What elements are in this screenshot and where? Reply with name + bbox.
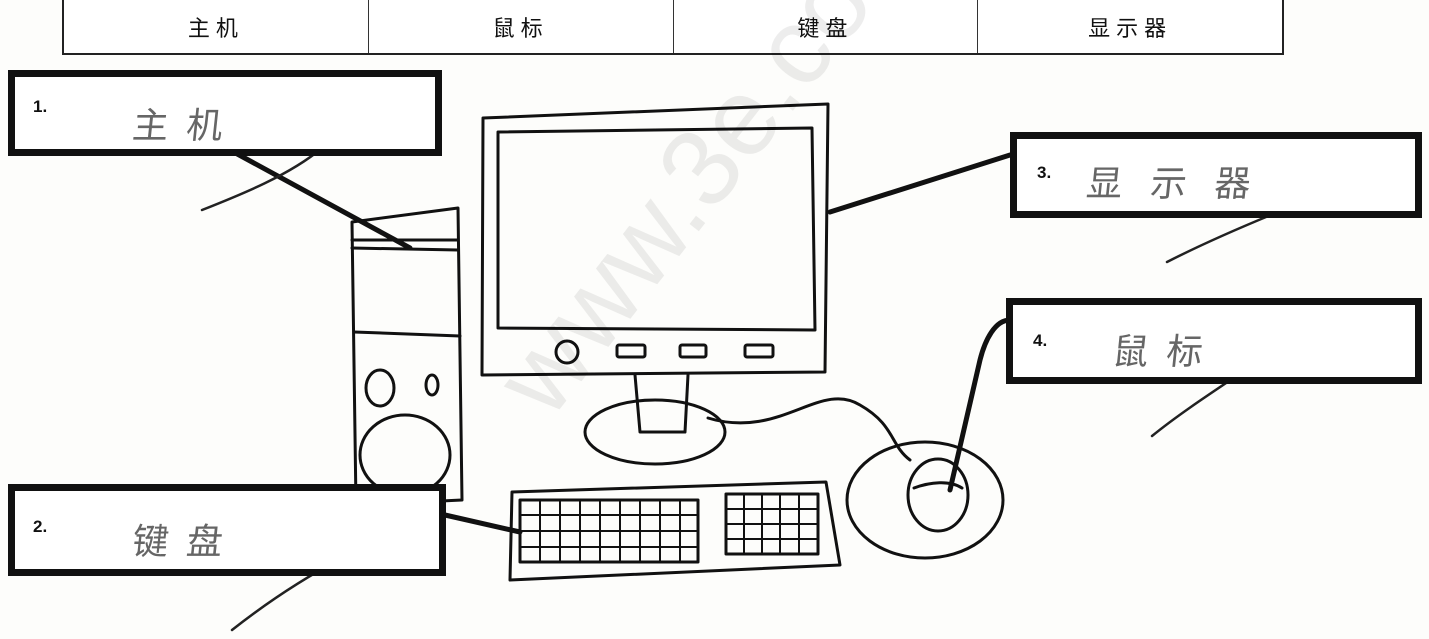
- word-bank-cell: 键盘: [674, 0, 979, 53]
- tower-drawing: [350, 206, 464, 507]
- label-box-1: 1. 主机: [8, 70, 442, 156]
- label-box-4: 4. 鼠标: [1006, 298, 1422, 384]
- handwritten-answer: 显示器: [1084, 164, 1281, 205]
- handwritten-answer: 主机: [130, 106, 243, 147]
- pointer-lines: [227, 147, 1013, 535]
- label-number: 1.: [33, 97, 48, 116]
- label-number: 2.: [33, 517, 48, 536]
- word-bank-cell: 显示器: [1088, 16, 1173, 42]
- word-bank-table: 主机 鼠标 键盘 显示器: [62, 0, 1284, 55]
- label-box-2: 2. 键盘: [8, 484, 446, 576]
- word-bank-cell: 主机: [64, 0, 369, 53]
- word-bank-cell: 鼠标: [369, 0, 674, 53]
- mouse-drawing: [845, 440, 1005, 560]
- monitor-drawing: [480, 102, 830, 466]
- keyboard-drawing: [508, 480, 842, 582]
- handwritten-answer: 鼠标: [1110, 332, 1223, 373]
- label-number: 3.: [1037, 163, 1052, 182]
- handwritten-answer: 键盘: [130, 522, 243, 563]
- label-number: 4.: [1033, 331, 1048, 350]
- label-box-3: 3. 显示器: [1010, 132, 1422, 218]
